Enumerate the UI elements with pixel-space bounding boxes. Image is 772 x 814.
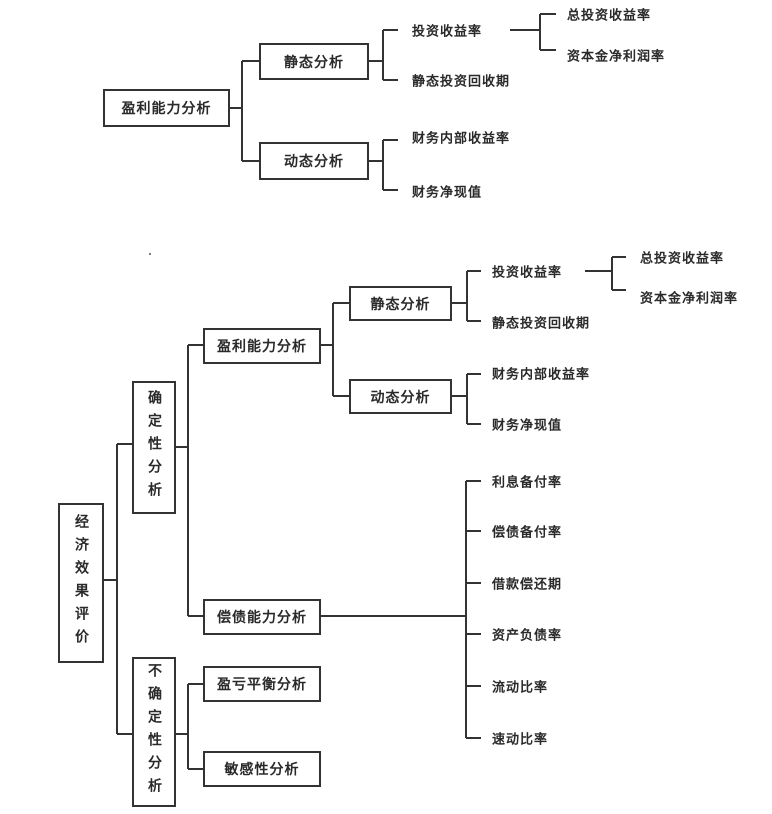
loan-repayment-period-label: 借款偿还期 <box>492 577 563 593</box>
top-total-roi-label: 总投资收益率 <box>567 8 652 24</box>
top-firr-label: 财务内部收益率 <box>412 131 511 147</box>
top-roi-bracket <box>510 13 556 51</box>
debt-service-coverage-label: 偿债备付率 <box>492 525 563 541</box>
bottom-roi-label: 投资收益率 <box>492 265 563 281</box>
top-payback-label: 静态投资回收期 <box>412 74 511 90</box>
certainty-bracket <box>175 344 203 617</box>
economic-evaluation-box: 经济效果评价 <box>58 503 104 663</box>
bottom-firr-label: 财务内部收益率 <box>492 367 591 383</box>
bottom-dynamic-bracket <box>451 373 481 425</box>
bottom-total-roi-label: 总投资收益率 <box>640 251 725 267</box>
bottom-profitability-box: 盈利能力分析 <box>203 328 321 364</box>
debt-asset-ratio-label: 资产负债率 <box>492 628 563 644</box>
top-static-bracket <box>368 29 398 81</box>
bottom-root-bracket <box>103 443 132 735</box>
profitability-bracket <box>320 302 349 397</box>
top-roi-label: 投资收益率 <box>412 24 483 40</box>
top-equity-net-profit-label: 资本金净利润率 <box>567 49 666 65</box>
bottom-static-bracket <box>451 270 481 322</box>
quick-ratio-label: 速动比率 <box>492 732 549 748</box>
bottom-payback-label: 静态投资回收期 <box>492 316 591 332</box>
scan-speck <box>149 253 151 255</box>
uncertainty-bracket <box>175 683 203 770</box>
solvency-analysis-box: 偿债能力分析 <box>203 599 321 635</box>
bottom-static-analysis-box: 静态分析 <box>349 286 452 321</box>
bottom-dynamic-analysis-box: 动态分析 <box>349 379 452 414</box>
top-root-bracket <box>229 60 259 162</box>
sensitivity-analysis-box: 敏感性分析 <box>203 751 321 787</box>
interest-coverage-label: 利息备付率 <box>492 475 563 491</box>
top-dynamic-analysis-box: 动态分析 <box>259 142 369 180</box>
current-ratio-label: 流动比率 <box>492 680 549 696</box>
certainty-analysis-box: 确定性分析 <box>132 381 176 514</box>
uncertainty-analysis-box: 不确定性分析 <box>132 657 176 807</box>
solvency-bracket <box>320 480 481 739</box>
bottom-roi-bracket <box>585 256 626 291</box>
top-profitability-box: 盈利能力分析 <box>103 89 230 127</box>
bottom-fnpv-label: 财务净现值 <box>492 418 563 434</box>
top-static-analysis-box: 静态分析 <box>259 43 369 80</box>
break-even-analysis-box: 盈亏平衡分析 <box>203 666 321 702</box>
bottom-equity-net-profit-label: 资本金净利润率 <box>640 291 739 307</box>
top-dynamic-bracket <box>368 139 398 191</box>
top-fnpv-label: 财务净现值 <box>412 185 483 201</box>
